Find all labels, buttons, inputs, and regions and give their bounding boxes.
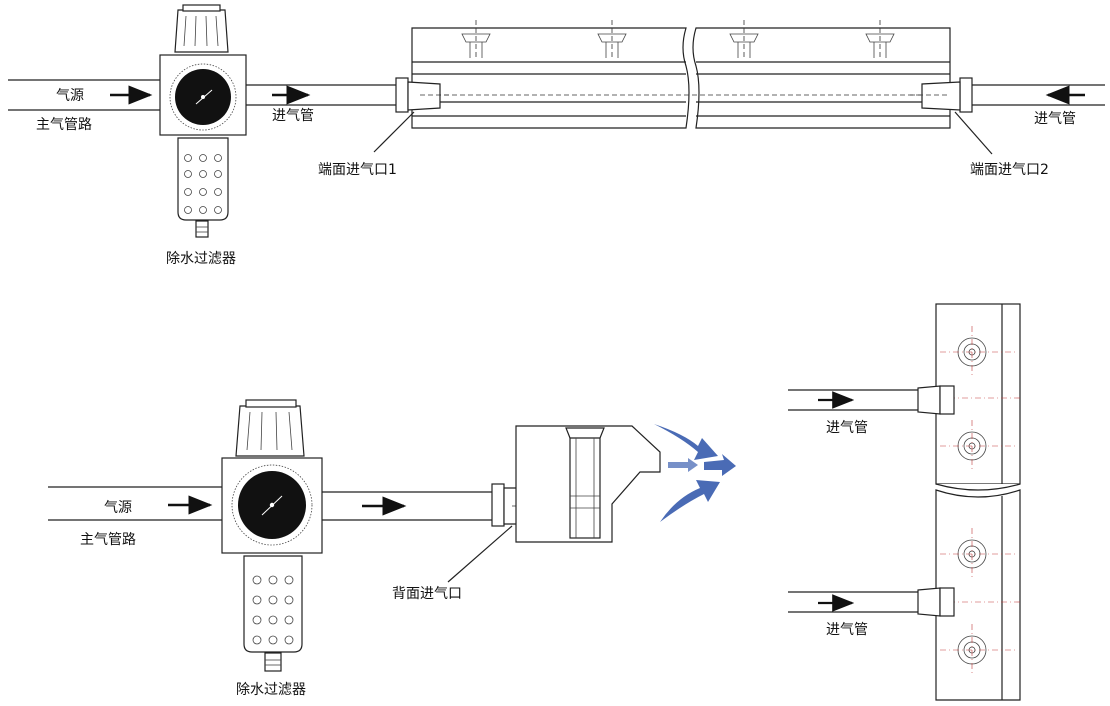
top-inlet-pipe-left (246, 84, 400, 106)
top-source-label: 气源 (56, 88, 84, 104)
side-inlet-pipe-1 (788, 385, 955, 415)
airflow-arrows (654, 424, 736, 522)
top-main-pipe-label: 主气管路 (36, 117, 92, 133)
bottom-source-label: 气源 (104, 500, 132, 516)
top-filter-label: 除水过滤器 (166, 251, 236, 267)
bottom-main-pipe (48, 486, 222, 521)
top-end-inlet-1-fitting (395, 77, 450, 113)
bottom-main-pipe-label: 主气管路 (80, 532, 136, 548)
top-ionizer-bar (411, 20, 951, 129)
bottom-air-nozzle (515, 425, 661, 543)
top-leader-inlet-1 (373, 111, 415, 153)
bottom-back-inlet-label: 背面进气口 (392, 586, 462, 602)
top-inlet-pipe-right (972, 84, 1105, 106)
top-end-inlet-2-label: 端面进气口2 (970, 162, 1049, 178)
side-inlet-pipe-2 (788, 587, 955, 617)
bottom-inlet-pipe (322, 491, 494, 521)
top-water-filter (159, 4, 247, 238)
side-inlet-pipe-2-label: 进气管 (826, 622, 868, 638)
side-inlet-pipe-1-label: 进气管 (826, 420, 868, 436)
bottom-system: 气源 主气管路 背面进气口 除水过滤器 进气管 进气管 (48, 303, 1021, 701)
bottom-filter-label: 除水过滤器 (236, 682, 306, 698)
side-ionizer-bar (935, 303, 1021, 701)
top-main-pipe (8, 79, 160, 111)
top-inlet-pipe-left-label: 进气管 (272, 108, 314, 124)
top-inlet-pipe-right-label: 进气管 (1034, 111, 1076, 127)
bottom-leader-back-inlet (447, 525, 513, 583)
top-system: 气源 主气管路 进气管 端面进气口1 端面进气口2 进气管 除水过滤器 (8, 4, 1105, 267)
top-end-inlet-1-label: 端面进气口1 (318, 162, 397, 178)
top-leader-inlet-2 (954, 111, 993, 155)
bottom-water-filter (221, 399, 323, 672)
top-end-inlet-2-fitting (910, 77, 973, 113)
